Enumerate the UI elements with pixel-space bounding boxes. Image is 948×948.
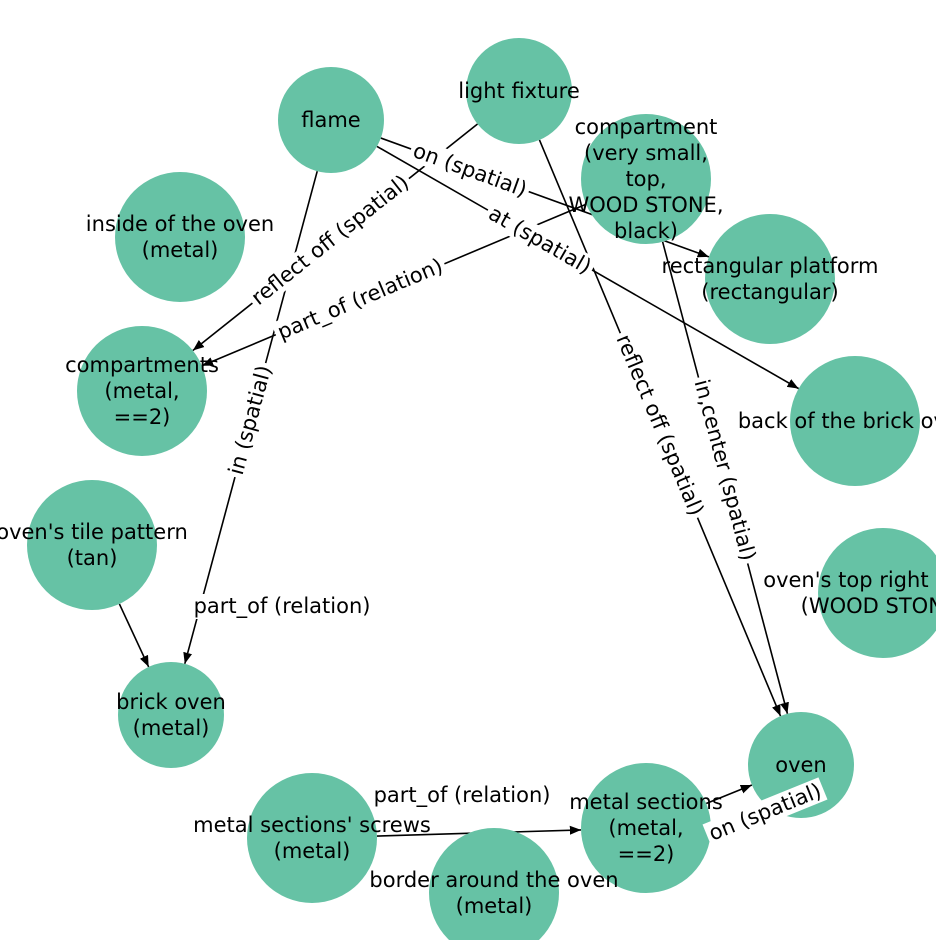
edge-label: part_of (relation) xyxy=(190,594,374,619)
node-circle xyxy=(581,763,711,893)
node-circle xyxy=(278,67,384,173)
node-label: ==2) xyxy=(618,842,675,866)
edge-label: in (spatial) xyxy=(223,359,277,481)
edge-label-text: in,center (spatial) xyxy=(690,377,761,563)
edge-label-text: part_of (relation) xyxy=(374,783,551,808)
node-label: (very small, xyxy=(584,141,708,165)
node-label: oven xyxy=(775,753,827,777)
edge-label-text: in (spatial) xyxy=(224,363,276,478)
node-label: compartment xyxy=(575,115,718,139)
node-label: (rectangular) xyxy=(701,280,838,304)
node-border[interactable]: border around the oven(metal) xyxy=(369,828,619,948)
node-label: brick oven xyxy=(116,690,226,714)
node-label: back of the brick oven xyxy=(738,409,948,433)
node-circle xyxy=(748,712,854,818)
node-label: ==2) xyxy=(114,405,171,429)
edge-label-text: part_of (relation) xyxy=(194,594,371,619)
node-back-brick[interactable]: back of the brick oven xyxy=(738,356,948,486)
node-compartments[interactable]: compartments(metal,==2) xyxy=(65,326,219,456)
node-screws[interactable]: metal sections' screws(metal) xyxy=(193,773,431,903)
node-label: top, xyxy=(625,167,666,191)
node-label: (metal, xyxy=(608,816,683,840)
node-label: (metal) xyxy=(142,238,219,262)
node-flame[interactable]: flame xyxy=(278,67,384,173)
node-tile[interactable]: oven's tile pattern(tan) xyxy=(0,480,188,610)
edge-label: part_of (relation) xyxy=(370,783,554,808)
node-label: (tan) xyxy=(67,546,118,570)
node-metal-sections[interactable]: metal sections(metal,==2) xyxy=(569,763,723,893)
edge-label: in,center (spatial) xyxy=(688,373,762,567)
node-circle xyxy=(247,773,377,903)
node-circle xyxy=(77,326,207,456)
node-label: light fixture xyxy=(458,79,580,103)
node-label: (metal) xyxy=(456,894,533,918)
node-circle xyxy=(27,480,157,610)
node-label: metal sections' screws xyxy=(193,813,431,837)
node-label: flame xyxy=(301,108,360,132)
node-inside[interactable]: inside of the oven(metal) xyxy=(86,172,274,302)
node-top-right[interactable]: oven's top right corner(WOOD STONE) xyxy=(763,528,948,658)
node-circle xyxy=(790,356,920,486)
node-brick-oven[interactable]: brick oven(metal) xyxy=(116,662,226,768)
node-label: inside of the oven xyxy=(86,212,274,236)
node-circle xyxy=(818,528,936,658)
edge-label: on (spatial) xyxy=(407,137,533,203)
node-label: WOOD STONE, xyxy=(568,193,723,217)
node-label: (WOOD STONE) xyxy=(801,594,948,618)
node-circle xyxy=(581,114,711,244)
node-label: compartments xyxy=(65,353,219,377)
node-circle xyxy=(705,214,835,344)
node-rect-platform[interactable]: rectangular platform(rectangular) xyxy=(662,214,879,344)
node-oven[interactable]: oven xyxy=(748,712,854,818)
node-circle xyxy=(118,662,224,768)
edge-metal_sections-oven xyxy=(705,784,753,805)
node-label: (metal) xyxy=(133,716,210,740)
node-label: rectangular platform xyxy=(662,254,879,278)
edge-label-text: on (spatial) xyxy=(410,138,530,201)
edge-tile-brick_oven xyxy=(118,603,150,668)
node-circle xyxy=(115,172,245,302)
node-label: oven's tile pattern xyxy=(0,520,188,544)
node-label: (metal) xyxy=(274,839,351,863)
node-circle xyxy=(429,828,559,940)
node-label: black) xyxy=(614,219,678,243)
node-light-fixture[interactable]: light fixture xyxy=(458,38,580,144)
node-label: oven's top right corner xyxy=(763,568,948,592)
node-label: (metal, xyxy=(104,379,179,403)
edge-label: reflect off (spatial) xyxy=(610,328,710,522)
node-label: metal sections xyxy=(569,790,723,814)
node-compartment[interactable]: compartment(very small,top,WOOD STONE,bl… xyxy=(568,114,724,244)
node-circle xyxy=(466,38,572,144)
node-label: border around the oven xyxy=(369,868,618,892)
